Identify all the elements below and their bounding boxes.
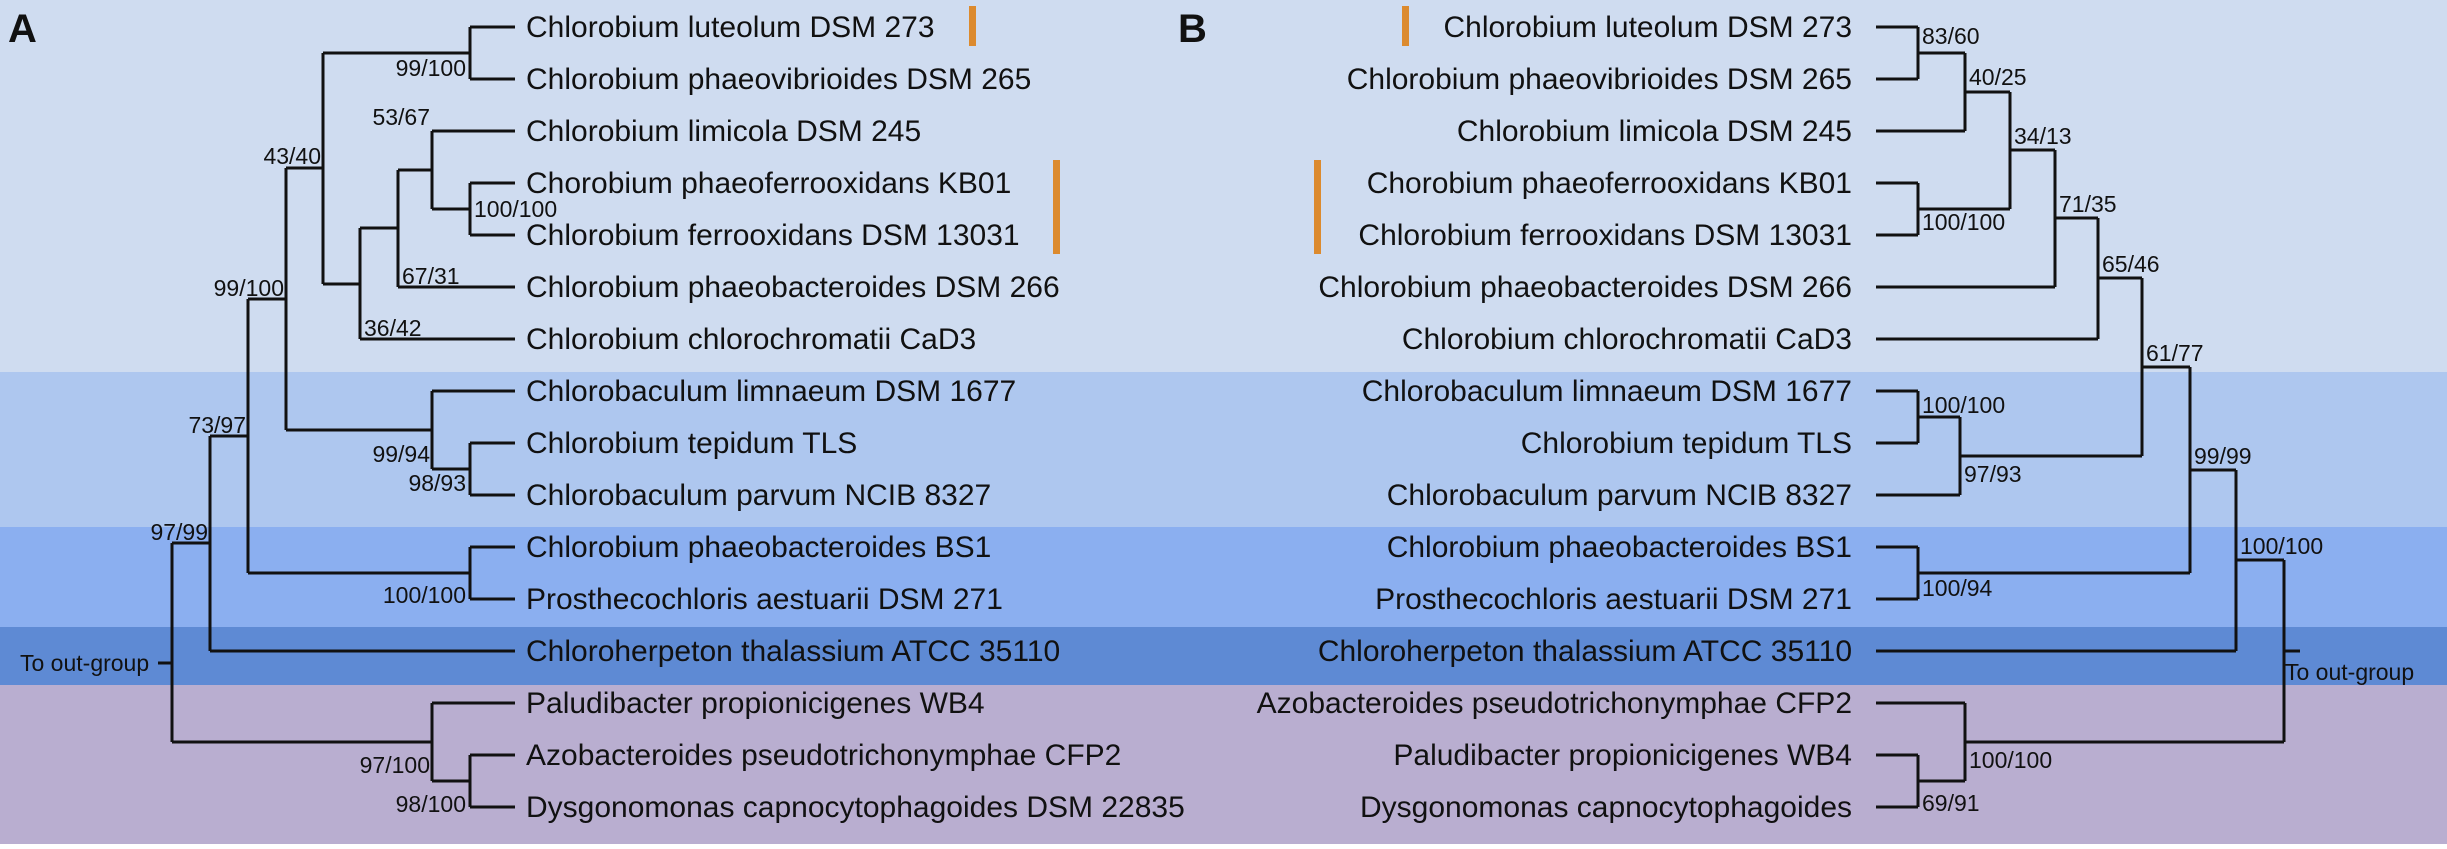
taxon-a-15: Azobacteroides pseudotrichonymphae CFP2 bbox=[526, 739, 1121, 772]
support-b-5: 71/35 bbox=[2059, 191, 2117, 217]
taxon-a-5: Chlorobium ferrooxidans DSM 13031 bbox=[526, 219, 1020, 252]
taxon-a-10: Chlorobaculum parvum NCIB 8327 bbox=[526, 479, 991, 512]
support-b-14: 100/100 bbox=[2240, 533, 2323, 559]
taxon-a-3: Chlorobium limicola DSM 245 bbox=[526, 115, 921, 148]
support-values-b: 83/60 40/25 100/100 34/13 71/35 65/46 10… bbox=[1922, 23, 2414, 816]
support-a-7: 98/93 bbox=[408, 470, 466, 496]
marker-a-luteolum bbox=[969, 6, 976, 46]
taxon-a-6: Chlorobium phaeobacteroides DSM 266 bbox=[526, 271, 1060, 304]
support-b-8: 97/93 bbox=[1964, 461, 2022, 487]
support-a-9: 99/100 bbox=[214, 275, 284, 301]
support-values-a: 99/100 100/100 53/67 67/31 36/42 43/40 9… bbox=[20, 55, 557, 817]
support-a-3: 53/67 bbox=[372, 104, 430, 130]
support-b-2: 40/25 bbox=[1969, 64, 2027, 90]
band-prosthecochloris bbox=[0, 527, 2447, 627]
support-a-4: 67/31 bbox=[402, 263, 460, 289]
support-a-12: 98/100 bbox=[396, 791, 466, 817]
taxon-b-6: Chlorobium phaeobacteroides DSM 266 bbox=[1318, 271, 1852, 304]
taxon-a-1: Chlorobium luteolum DSM 273 bbox=[526, 11, 935, 44]
taxon-b-15: Paludibacter propionicigenes WB4 bbox=[1393, 739, 1852, 772]
support-b-11: 99/99 bbox=[2194, 443, 2252, 469]
taxon-b-12: Prosthecochloris aestuarii DSM 271 bbox=[1375, 583, 1852, 616]
taxon-a-12: Prosthecochloris aestuarii DSM 271 bbox=[526, 583, 1003, 616]
support-a-8: 99/94 bbox=[372, 441, 430, 467]
support-a-2: 100/100 bbox=[474, 196, 557, 222]
taxon-b-14: Azobacteroides pseudotrichonymphae CFP2 bbox=[1257, 687, 1852, 720]
taxon-a-11: Chlorobium phaeobacteroides BS1 bbox=[526, 531, 991, 564]
outgroup-label-a: To out-group bbox=[20, 650, 149, 676]
panel-a-label: A bbox=[8, 7, 37, 51]
taxon-b-2: Chlorobium phaeovibrioides DSM 265 bbox=[1347, 63, 1852, 96]
taxon-b-10: Chlorobaculum parvum NCIB 8327 bbox=[1387, 479, 1852, 512]
support-a-13: 97/100 bbox=[360, 752, 430, 778]
support-a-10: 100/100 bbox=[383, 582, 466, 608]
taxon-a-7: Chlorobium chlorochromatii CaD3 bbox=[526, 323, 976, 356]
support-b-7: 100/100 bbox=[1922, 392, 2005, 418]
support-a-5: 36/42 bbox=[364, 315, 422, 341]
band-chlorobaculum bbox=[0, 372, 2447, 527]
band-chloroherpeton bbox=[0, 627, 2447, 685]
taxon-b-16: Dysgonomonas capnocytophagoides bbox=[1360, 791, 1852, 824]
taxon-a-13: Chloroherpeton thalassium ATCC 35110 bbox=[526, 635, 1060, 668]
marker-b-luteolum bbox=[1402, 6, 1409, 46]
taxon-a-9: Chlorobium tepidum TLS bbox=[526, 427, 857, 460]
marker-a-ferrooxidans bbox=[1053, 160, 1060, 254]
band-outgroup bbox=[0, 685, 2447, 844]
taxon-b-9: Chlorobium tepidum TLS bbox=[1521, 427, 1852, 460]
taxon-a-8: Chlorobaculum limnaeum DSM 1677 bbox=[526, 375, 1016, 408]
outgroup-label-b: To out-group bbox=[2285, 659, 2414, 685]
taxon-a-16: Dysgonomonas capnocytophagoides DSM 2283… bbox=[526, 791, 1185, 824]
support-a-14: 97/99 bbox=[150, 519, 208, 545]
support-a-1: 99/100 bbox=[396, 55, 466, 81]
taxon-b-13: Chloroherpeton thalassium ATCC 35110 bbox=[1318, 635, 1852, 668]
branches-a bbox=[158, 25, 515, 809]
panel-b-label: B bbox=[1178, 7, 1207, 51]
support-b-3: 100/100 bbox=[1922, 209, 2005, 235]
taxon-b-4: Chorobium phaeoferrooxidans KB01 bbox=[1367, 167, 1852, 200]
support-a-6: 43/40 bbox=[263, 143, 321, 169]
taxon-b-5: Chlorobium ferrooxidans DSM 13031 bbox=[1358, 219, 1852, 252]
taxon-a-14: Paludibacter propionicigenes WB4 bbox=[526, 687, 985, 720]
taxon-a-4: Chorobium phaeoferrooxidans KB01 bbox=[526, 167, 1011, 200]
support-b-1: 83/60 bbox=[1922, 23, 1980, 49]
support-b-12: 69/91 bbox=[1922, 790, 1980, 816]
tree-a: Chlorobium luteolum DSM 273 Chlorobium p… bbox=[20, 6, 1185, 824]
taxon-a-2: Chlorobium phaeovibrioides DSM 265 bbox=[526, 63, 1031, 96]
support-b-9: 61/77 bbox=[2146, 340, 2204, 366]
marker-b-ferrooxidans bbox=[1314, 160, 1321, 254]
band-chlorobium bbox=[0, 0, 2447, 372]
taxon-b-7: Chlorobium chlorochromatii CaD3 bbox=[1402, 323, 1852, 356]
taxon-b-8: Chlorobaculum limnaeum DSM 1677 bbox=[1362, 375, 1852, 408]
support-b-10: 100/94 bbox=[1922, 575, 1993, 601]
support-b-13: 100/100 bbox=[1969, 747, 2052, 773]
taxon-b-1: Chlorobium luteolum DSM 273 bbox=[1443, 11, 1852, 44]
branches-b bbox=[1876, 25, 2300, 809]
taxon-b-3: Chlorobium limicola DSM 245 bbox=[1457, 115, 1852, 148]
tree-b: Chlorobium luteolum DSM 273 Chlorobium p… bbox=[1257, 6, 2414, 824]
support-b-6: 65/46 bbox=[2102, 251, 2160, 277]
taxon-b-11: Chlorobium phaeobacteroides BS1 bbox=[1387, 531, 1852, 564]
support-a-11: 73/97 bbox=[188, 412, 246, 438]
support-b-4: 34/13 bbox=[2014, 123, 2072, 149]
